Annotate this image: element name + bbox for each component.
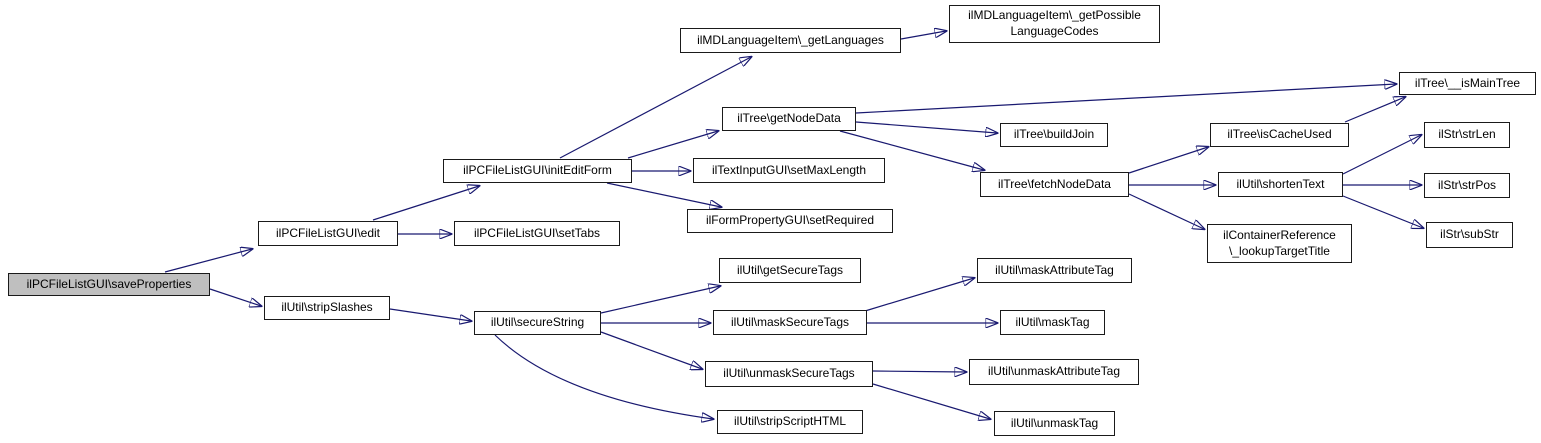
graph-node-setRequired[interactable]: ilFormPropertyGUI\setRequired <box>687 209 893 233</box>
graph-node-label: ilTextInputGUI\setMaxLength <box>711 162 867 177</box>
graph-node-stripSlashes[interactable]: ilUtil\stripSlashes <box>264 296 390 320</box>
edge-initEditForm-to-setRequired <box>606 182 721 207</box>
edge-maskSecureTags-to-maskAttributeTag <box>864 278 974 312</box>
graph-node-setMaxLength[interactable]: ilTextInputGUI\setMaxLength <box>693 158 885 183</box>
graph-node-label: ilTree\fetchNodeData <box>998 176 1111 191</box>
edge-edit-to-initEditForm <box>372 186 479 221</box>
edge-getNodeData-to-fetchNodeData <box>839 130 984 170</box>
edge-shortenText-to-strLen <box>1342 135 1421 175</box>
edge-unmaskSecureTags-to-unmaskTag <box>872 383 990 419</box>
graph-node-label: ilStr\strLen <box>1438 127 1496 142</box>
graph-node-label: ilUtil\unmaskAttributeTag <box>987 364 1121 379</box>
edge-isCacheUsed-to-isMainTree <box>1344 97 1405 123</box>
graph-node-unmaskAttributeTag[interactable]: ilUtil\unmaskAttributeTag <box>969 359 1139 385</box>
graph-node-lookupTargetTitle[interactable]: ilContainerReference\_lookupTargetTitle <box>1207 224 1352 263</box>
graph-node-getSecureTags[interactable]: ilUtil\getSecureTags <box>719 258 861 283</box>
graph-node-label: LanguageCodes <box>1010 24 1099 38</box>
graph-node-isMainTree[interactable]: ilTree\__isMainTree <box>1399 72 1536 95</box>
graph-node-label: ilPCFileListGUI\edit <box>275 225 381 240</box>
graph-node-fetchNodeData[interactable]: ilTree\fetchNodeData <box>980 172 1129 197</box>
graph-node-label: ilPCFileListGUI\saveProperties <box>26 276 192 291</box>
edge-initEditForm-to-getNodeData <box>627 131 718 159</box>
graph-node-label: \_lookupTargetTitle <box>1229 243 1330 258</box>
graph-node-getNodeData[interactable]: ilTree\getNodeData <box>722 107 856 131</box>
graph-node-secureString[interactable]: ilUtil\secureString <box>474 311 601 335</box>
edge-saveProperties-to-edit <box>164 249 252 273</box>
edge-stripSlashes-to-secureString <box>389 308 471 321</box>
edge-unmaskSecureTags-to-unmaskAttributeTag <box>872 371 966 372</box>
edge-secureString-to-getSecureTags <box>600 286 720 314</box>
graph-node-label: ilUtil\maskSecureTags <box>730 314 850 329</box>
graph-node-label: ilUtil\stripScriptHTML <box>733 414 846 429</box>
graph-node-label: ilPCFileListGUI\setTabs <box>473 225 601 240</box>
graph-node-strLen[interactable]: ilStr\strLen <box>1424 122 1510 148</box>
graph-node-maskTag[interactable]: ilUtil\maskTag <box>1000 310 1105 335</box>
graph-node-label: ilUtil\unmaskSecureTags <box>723 366 855 381</box>
graph-node-label: ilUtil\maskTag <box>1015 314 1090 329</box>
graph-node-strPos[interactable]: ilStr\strPos <box>1424 173 1510 198</box>
edge-saveProperties-to-stripSlashes <box>209 288 261 306</box>
graph-node-label: ilTree\__isMainTree <box>1414 75 1521 90</box>
graph-node-label: ilUtil\secureString <box>490 315 585 330</box>
graph-node-unmaskSecureTags[interactable]: ilUtil\unmaskSecureTags <box>705 361 873 387</box>
graph-node-label: ilMDLanguageItem\_getPossible <box>968 8 1141 23</box>
graph-node-saveProperties[interactable]: ilPCFileListGUI\saveProperties <box>8 273 210 296</box>
graph-node-subStr[interactable]: ilStr\subStr <box>1426 222 1513 248</box>
graph-node-label: ilMDLanguageItem\_getLanguages <box>697 32 884 47</box>
edge-secureString-to-stripScriptHTML <box>494 334 713 419</box>
graph-node-stripScriptHTML[interactable]: ilUtil\stripScriptHTML <box>717 410 863 434</box>
graph-node-label: ilUtil\stripSlashes <box>281 300 373 315</box>
graph-node-label: ilTree\isCacheUsed <box>1227 127 1332 142</box>
edge-secureString-to-unmaskSecureTags <box>600 331 702 369</box>
graph-node-label: ilUtil\getSecureTags <box>736 262 844 277</box>
graph-node-label: ilTree\getNodeData <box>737 111 841 126</box>
graph-node-unmaskTag[interactable]: ilUtil\unmaskTag <box>994 411 1115 436</box>
graph-node-label: ilContainerReference <box>1223 227 1336 242</box>
graph-node-buildJoin[interactable]: ilTree\buildJoin <box>1000 123 1108 147</box>
graph-node-maskAttributeTag[interactable]: ilUtil\maskAttributeTag <box>977 258 1132 283</box>
edges-group <box>164 31 1423 419</box>
graph-node-label: ilFormPropertyGUI\setRequired <box>705 213 875 228</box>
graph-node-setTabs[interactable]: ilPCFileListGUI\setTabs <box>454 221 620 246</box>
graph-node-edit[interactable]: ilPCFileListGUI\edit <box>258 221 398 246</box>
graph-node-shortenText[interactable]: ilUtil\shortenText <box>1218 172 1343 197</box>
edge-getNodeData-to-buildJoin <box>855 121 997 133</box>
graph-node-getLanguages[interactable]: ilMDLanguageItem\_getLanguages <box>680 28 901 53</box>
graph-node-label: ilTree\buildJoin <box>1013 127 1095 142</box>
edge-fetchNodeData-to-lookupTargetTitle <box>1128 193 1204 229</box>
edge-fetchNodeData-to-isCacheUsed <box>1128 147 1208 174</box>
graph-node-label: ilPCFileListGUI\initEditForm <box>463 163 612 178</box>
graph-node-maskSecureTags[interactable]: ilUtil\maskSecureTags <box>713 310 867 335</box>
graph-node-label: ilUtil\maskAttributeTag <box>995 262 1114 277</box>
edge-getLanguages-to-getPossibleLanguageCodes <box>900 31 946 40</box>
graph-node-label: ilStr\strPos <box>1437 177 1496 192</box>
edge-getNodeData-to-isMainTree <box>855 84 1396 114</box>
graph-node-initEditForm[interactable]: ilPCFileListGUI\initEditForm <box>443 159 632 183</box>
graph-node-label: ilUtil\shortenText <box>1236 176 1325 191</box>
graph-node-isCacheUsed[interactable]: ilTree\isCacheUsed <box>1210 123 1349 147</box>
edge-shortenText-to-subStr <box>1342 195 1423 228</box>
graph-node-label: ilStr\subStr <box>1440 227 1499 242</box>
graph-node-label: ilUtil\unmaskTag <box>1010 415 1099 430</box>
edge-initEditForm-to-getLanguages <box>559 57 751 159</box>
